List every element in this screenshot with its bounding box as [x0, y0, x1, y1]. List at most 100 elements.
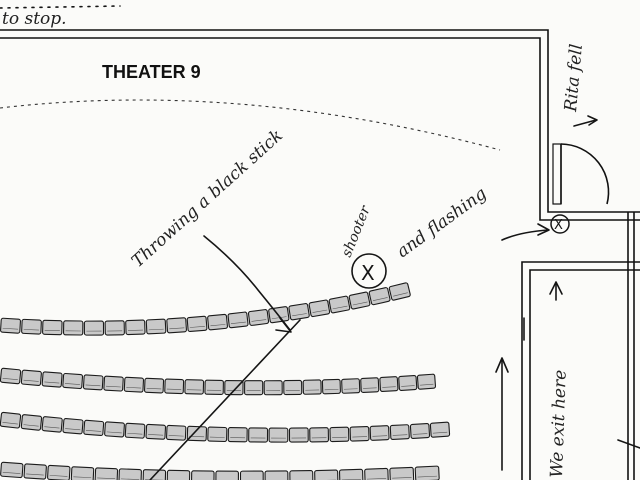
seat [429, 421, 451, 438]
seat [0, 411, 22, 429]
victim-mark: X [554, 218, 563, 233]
exit-note: We exit here [547, 369, 571, 478]
seat [70, 466, 95, 480]
page-title: THEATER 9 [102, 62, 201, 82]
seat [264, 470, 289, 480]
seat [82, 374, 104, 391]
seat [302, 379, 322, 395]
seat [41, 371, 63, 388]
seat [239, 470, 264, 480]
seat [62, 418, 84, 435]
seat [124, 422, 146, 439]
shooter-note: shooter [339, 203, 374, 260]
seat [416, 373, 437, 390]
seat [349, 426, 370, 442]
seat [227, 427, 248, 443]
seat [62, 372, 84, 390]
seat [47, 464, 71, 480]
seat [83, 320, 105, 336]
seat [288, 427, 309, 443]
seat [186, 425, 208, 442]
seat [103, 375, 124, 392]
seat [191, 470, 215, 480]
seat [409, 423, 431, 439]
seat [338, 468, 364, 480]
seat [41, 416, 63, 433]
seat [369, 425, 390, 441]
seat [414, 465, 440, 480]
seat [83, 419, 105, 437]
victim-marker [550, 214, 570, 234]
top-left-note: to stop. [2, 9, 67, 29]
seat [125, 319, 146, 336]
seat [143, 377, 165, 394]
exit-tick-1 [617, 439, 640, 449]
seat [268, 427, 289, 443]
seat [145, 423, 167, 440]
seat [388, 282, 411, 301]
seat [104, 421, 125, 438]
flashing-note: and flashing [393, 184, 490, 262]
seat [398, 375, 418, 391]
seat [248, 427, 269, 443]
seat [328, 295, 351, 314]
victim-label: Rita fell [561, 43, 587, 113]
seat [164, 378, 185, 395]
seat [364, 467, 389, 480]
theater-wall [0, 29, 640, 480]
seat [165, 424, 187, 441]
seat [186, 315, 208, 333]
seat [309, 427, 330, 443]
seat [166, 317, 187, 334]
seat [263, 380, 283, 396]
door-swing [560, 143, 610, 205]
seat-row [0, 282, 411, 336]
seat [329, 426, 350, 443]
seat [0, 317, 21, 334]
seat [368, 287, 391, 306]
seat [184, 379, 205, 395]
seat-row [0, 367, 437, 396]
seat [247, 309, 270, 326]
seat [215, 470, 239, 480]
seat [62, 320, 84, 336]
seat [94, 467, 119, 480]
seat [379, 376, 399, 393]
shooter-mark: X [361, 261, 375, 285]
seat [288, 303, 310, 321]
trajectory-line [149, 319, 301, 480]
seat [207, 313, 228, 331]
seat [289, 470, 314, 480]
page-edge-mark [0, 5, 121, 9]
seat [20, 414, 43, 431]
seat [341, 378, 361, 394]
seat [104, 320, 125, 336]
seat-row [0, 411, 451, 443]
victim-arrow [501, 229, 549, 241]
door-frame [552, 143, 562, 205]
victim-label-arrow [573, 119, 597, 127]
seat [166, 469, 191, 480]
screen-arc [0, 99, 501, 151]
seat-row [0, 461, 440, 480]
seat [389, 466, 415, 480]
seat [42, 319, 63, 336]
seat [0, 367, 22, 385]
seat [227, 311, 249, 329]
seat [0, 461, 24, 479]
seat [389, 424, 410, 441]
seat [283, 379, 303, 396]
seat [23, 463, 47, 480]
seat [308, 299, 331, 318]
seat [348, 291, 371, 310]
throwing-note: Throwing a black stick [128, 126, 287, 272]
seat [21, 318, 42, 335]
shooter-marker [351, 253, 387, 289]
seat [314, 469, 339, 480]
seat [321, 378, 341, 395]
seat [123, 376, 145, 393]
seat [204, 379, 224, 395]
seat [145, 318, 167, 335]
seat [360, 377, 380, 393]
seat [207, 426, 228, 443]
